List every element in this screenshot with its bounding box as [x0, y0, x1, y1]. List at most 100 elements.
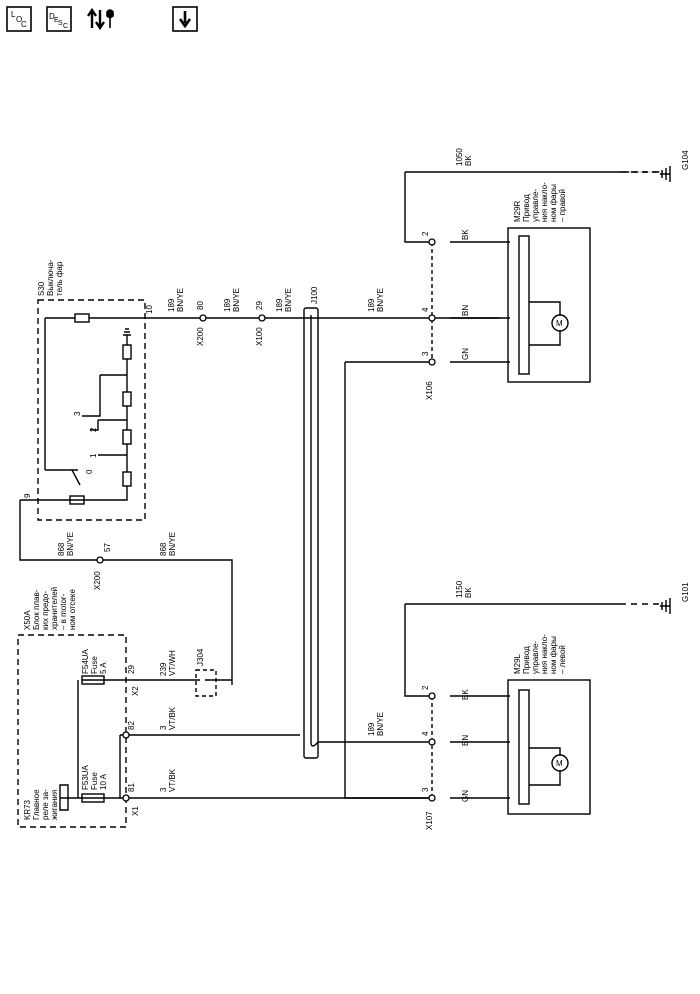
- svg-text:BN/YE: BN/YE: [168, 532, 177, 556]
- up-down-wrench-icon: [87, 7, 114, 31]
- svg-text:BN/YE: BN/YE: [176, 288, 185, 312]
- svg-text:X1: X1: [131, 806, 140, 816]
- svg-text:5 A: 5 A: [99, 662, 108, 674]
- svg-text:тель фар: тель фар: [55, 261, 64, 296]
- desc-button[interactable]: D E S C: [46, 6, 72, 32]
- svg-text:3: 3: [73, 411, 82, 416]
- svg-text:ния накло-: ния накло-: [540, 182, 549, 222]
- ground-icon: [660, 166, 671, 614]
- svg-text:57: 57: [103, 543, 112, 552]
- svg-text:BN/YE: BN/YE: [376, 288, 385, 312]
- svg-text:3: 3: [421, 351, 430, 356]
- svg-text:управле-: управле-: [531, 189, 540, 222]
- svg-text:BN: BN: [461, 305, 470, 316]
- svg-text:X50A: X50A: [23, 610, 32, 630]
- label-g104: G104: [681, 150, 690, 170]
- svg-text:BN/YE: BN/YE: [284, 288, 293, 312]
- svg-text:ния накло-: ния накло-: [540, 634, 549, 674]
- svg-text:BK: BK: [464, 587, 473, 598]
- svg-text:189: 189: [167, 298, 176, 312]
- svg-text:X200: X200: [93, 571, 102, 590]
- svg-text:VT/BK: VT/BK: [168, 706, 177, 730]
- svg-text:2: 2: [89, 427, 98, 432]
- svg-text:X107: X107: [425, 811, 434, 830]
- svg-text:Fuse: Fuse: [90, 656, 99, 674]
- svg-text:F53UA: F53UA: [81, 764, 90, 790]
- svg-text:81: 81: [127, 783, 136, 792]
- svg-text:2: 2: [421, 231, 430, 236]
- svg-text:9: 9: [23, 493, 32, 498]
- svg-text:C: C: [21, 20, 27, 29]
- wire-1050-bk: [404, 172, 432, 243]
- svg-text:ном отсеке: ном отсеке: [68, 589, 77, 630]
- svg-text:4: 4: [421, 307, 430, 312]
- svg-text:239: 239: [159, 662, 168, 676]
- svg-text:ких предо-: ких предо-: [41, 591, 50, 630]
- svg-text:– левой: – левой: [558, 645, 567, 674]
- svg-text:3: 3: [159, 787, 168, 792]
- svg-text:Fuse: Fuse: [90, 772, 99, 790]
- svg-text:BN/YE: BN/YE: [66, 532, 75, 556]
- svg-text:BK: BK: [461, 689, 470, 700]
- svg-text:M29R: M29R: [513, 200, 522, 222]
- svg-text:868: 868: [159, 542, 168, 556]
- svg-text:868: 868: [57, 542, 66, 556]
- svg-text:E: E: [54, 17, 59, 24]
- svg-text:Выключа-: Выключа-: [46, 259, 55, 296]
- svg-text:29: 29: [255, 301, 264, 310]
- svg-text:80: 80: [196, 301, 205, 310]
- svg-text:3: 3: [421, 787, 430, 792]
- svg-text:реле за-: реле за-: [41, 789, 50, 820]
- svg-text:GN: GN: [461, 348, 470, 360]
- svg-text:BK: BK: [464, 155, 473, 166]
- svg-text:L: L: [11, 10, 16, 19]
- svg-text:Привод: Привод: [522, 646, 531, 674]
- svg-text:1: 1: [89, 453, 98, 458]
- arrow-down-icon: [172, 6, 198, 32]
- svg-text:189: 189: [367, 722, 376, 736]
- svg-text:GN: GN: [461, 790, 470, 802]
- svg-text:VT/WH: VT/WH: [168, 650, 177, 676]
- svg-text:хранителей: хранителей: [50, 587, 59, 630]
- svg-text:F54UA: F54UA: [81, 648, 90, 674]
- svg-text:M29L: M29L: [513, 653, 522, 674]
- svg-text:J304: J304: [196, 648, 205, 666]
- svg-text:189: 189: [275, 298, 284, 312]
- svg-text:3: 3: [159, 725, 168, 730]
- svg-text:O: O: [16, 15, 22, 24]
- svg-text:10: 10: [145, 305, 154, 314]
- svg-text:BN/YE: BN/YE: [232, 288, 241, 312]
- svg-text:– правой: – правой: [558, 189, 567, 222]
- label-g101: G101: [681, 582, 690, 602]
- svg-text:J100: J100: [310, 286, 319, 304]
- svg-text:2: 2: [421, 685, 430, 690]
- svg-text:X2: X2: [131, 686, 140, 696]
- svg-text:S: S: [58, 20, 63, 27]
- svg-text:0: 0: [85, 469, 94, 474]
- desc-icon: D E S C: [46, 6, 72, 32]
- svg-text:10 A: 10 A: [99, 773, 108, 790]
- wiring-diagram: G104 G101 1050 BK 1150 BK M29R Привод уп…: [17, 148, 690, 830]
- loc-button[interactable]: L O C: [6, 6, 32, 32]
- svg-text:1050: 1050: [455, 148, 464, 166]
- svg-text:X106: X106: [425, 381, 434, 400]
- svg-text:ном фары: ном фары: [549, 636, 558, 674]
- download-button[interactable]: [172, 6, 198, 32]
- svg-text:Блок плав-: Блок плав-: [32, 589, 41, 630]
- svg-text:BN/YE: BN/YE: [376, 712, 385, 736]
- svg-text:C: C: [63, 23, 68, 30]
- toolbar: L O C D E S C: [0, 0, 700, 40]
- svg-text:M: M: [556, 759, 563, 768]
- svg-text:S30: S30: [37, 281, 46, 296]
- tools-button[interactable]: [86, 6, 120, 32]
- svg-text:189: 189: [223, 298, 232, 312]
- svg-text:189: 189: [367, 298, 376, 312]
- svg-text:1150: 1150: [455, 580, 464, 598]
- svg-text:KR73: KR73: [23, 799, 32, 820]
- svg-text:M: M: [556, 319, 563, 328]
- svg-text:29: 29: [127, 665, 136, 674]
- svg-text:BN: BN: [461, 735, 470, 746]
- svg-text:4: 4: [421, 731, 430, 736]
- svg-text:Привод: Привод: [522, 194, 531, 222]
- svg-text:D: D: [49, 12, 55, 21]
